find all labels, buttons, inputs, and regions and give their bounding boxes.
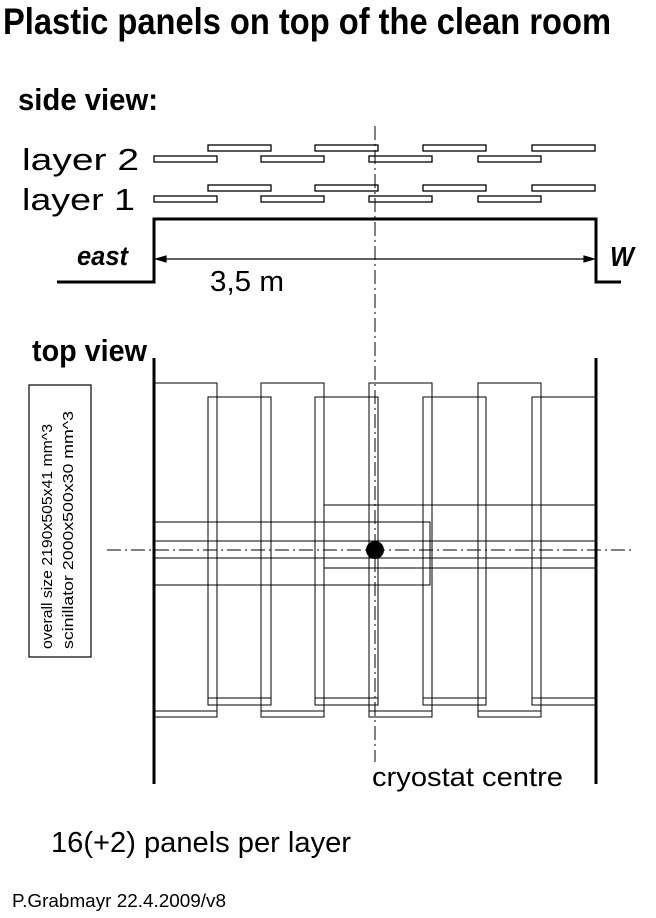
panels-per-layer-label: 16(+2) panels per layer: [51, 827, 351, 859]
panel-side: [422, 144, 487, 152]
panel-side: [368, 155, 433, 163]
panel-side: [531, 144, 596, 152]
spec-box: [28, 384, 92, 658]
panel-side: [207, 144, 272, 152]
panel-horizontal-west: [153, 521, 431, 586]
panel-side: [314, 144, 379, 152]
panel-side: [368, 195, 433, 203]
page-title: Plastic panels on top of the clean room: [3, 1, 611, 42]
panel-side: [260, 155, 325, 163]
panel-side: [314, 184, 379, 192]
panel-top: [422, 396, 487, 706]
panel-side: [477, 195, 542, 203]
panel-side: [260, 195, 325, 203]
spec-overall-size: overall size 2190x505x41 mm^3: [39, 424, 56, 649]
panel-top: [207, 396, 272, 706]
panel-side: [531, 184, 596, 192]
author-line: P.Grabmayr 22.4.2009/v8: [12, 891, 226, 911]
panel-side: [207, 184, 272, 192]
spec-scintillator: scinillator 2000x500x30 mm^3: [60, 411, 77, 649]
west-label: W: [610, 241, 636, 272]
top-view-heading: top view: [32, 333, 148, 368]
panel-side: [422, 184, 487, 192]
cryostat-centre-marker: [366, 541, 384, 559]
panel-side: [153, 195, 218, 203]
panel-horizontal-east: [323, 504, 597, 569]
panel-top: [531, 396, 596, 706]
clean-room-outline: [57, 217, 621, 284]
east-label: east: [77, 241, 129, 271]
layer1-panels: [153, 184, 596, 203]
layer1-label: layer 1: [22, 182, 135, 217]
top-layer-b-panels: [207, 396, 596, 706]
panel-side: [477, 155, 542, 163]
cryostat-centre-label: cryostat centre: [372, 762, 563, 792]
panel-side: [153, 155, 218, 163]
layer2-label: layer 2: [22, 142, 139, 177]
side-view-heading: side view:: [18, 82, 158, 117]
layer2-panels: [153, 144, 596, 163]
width-label: 3,5 m: [210, 266, 284, 298]
